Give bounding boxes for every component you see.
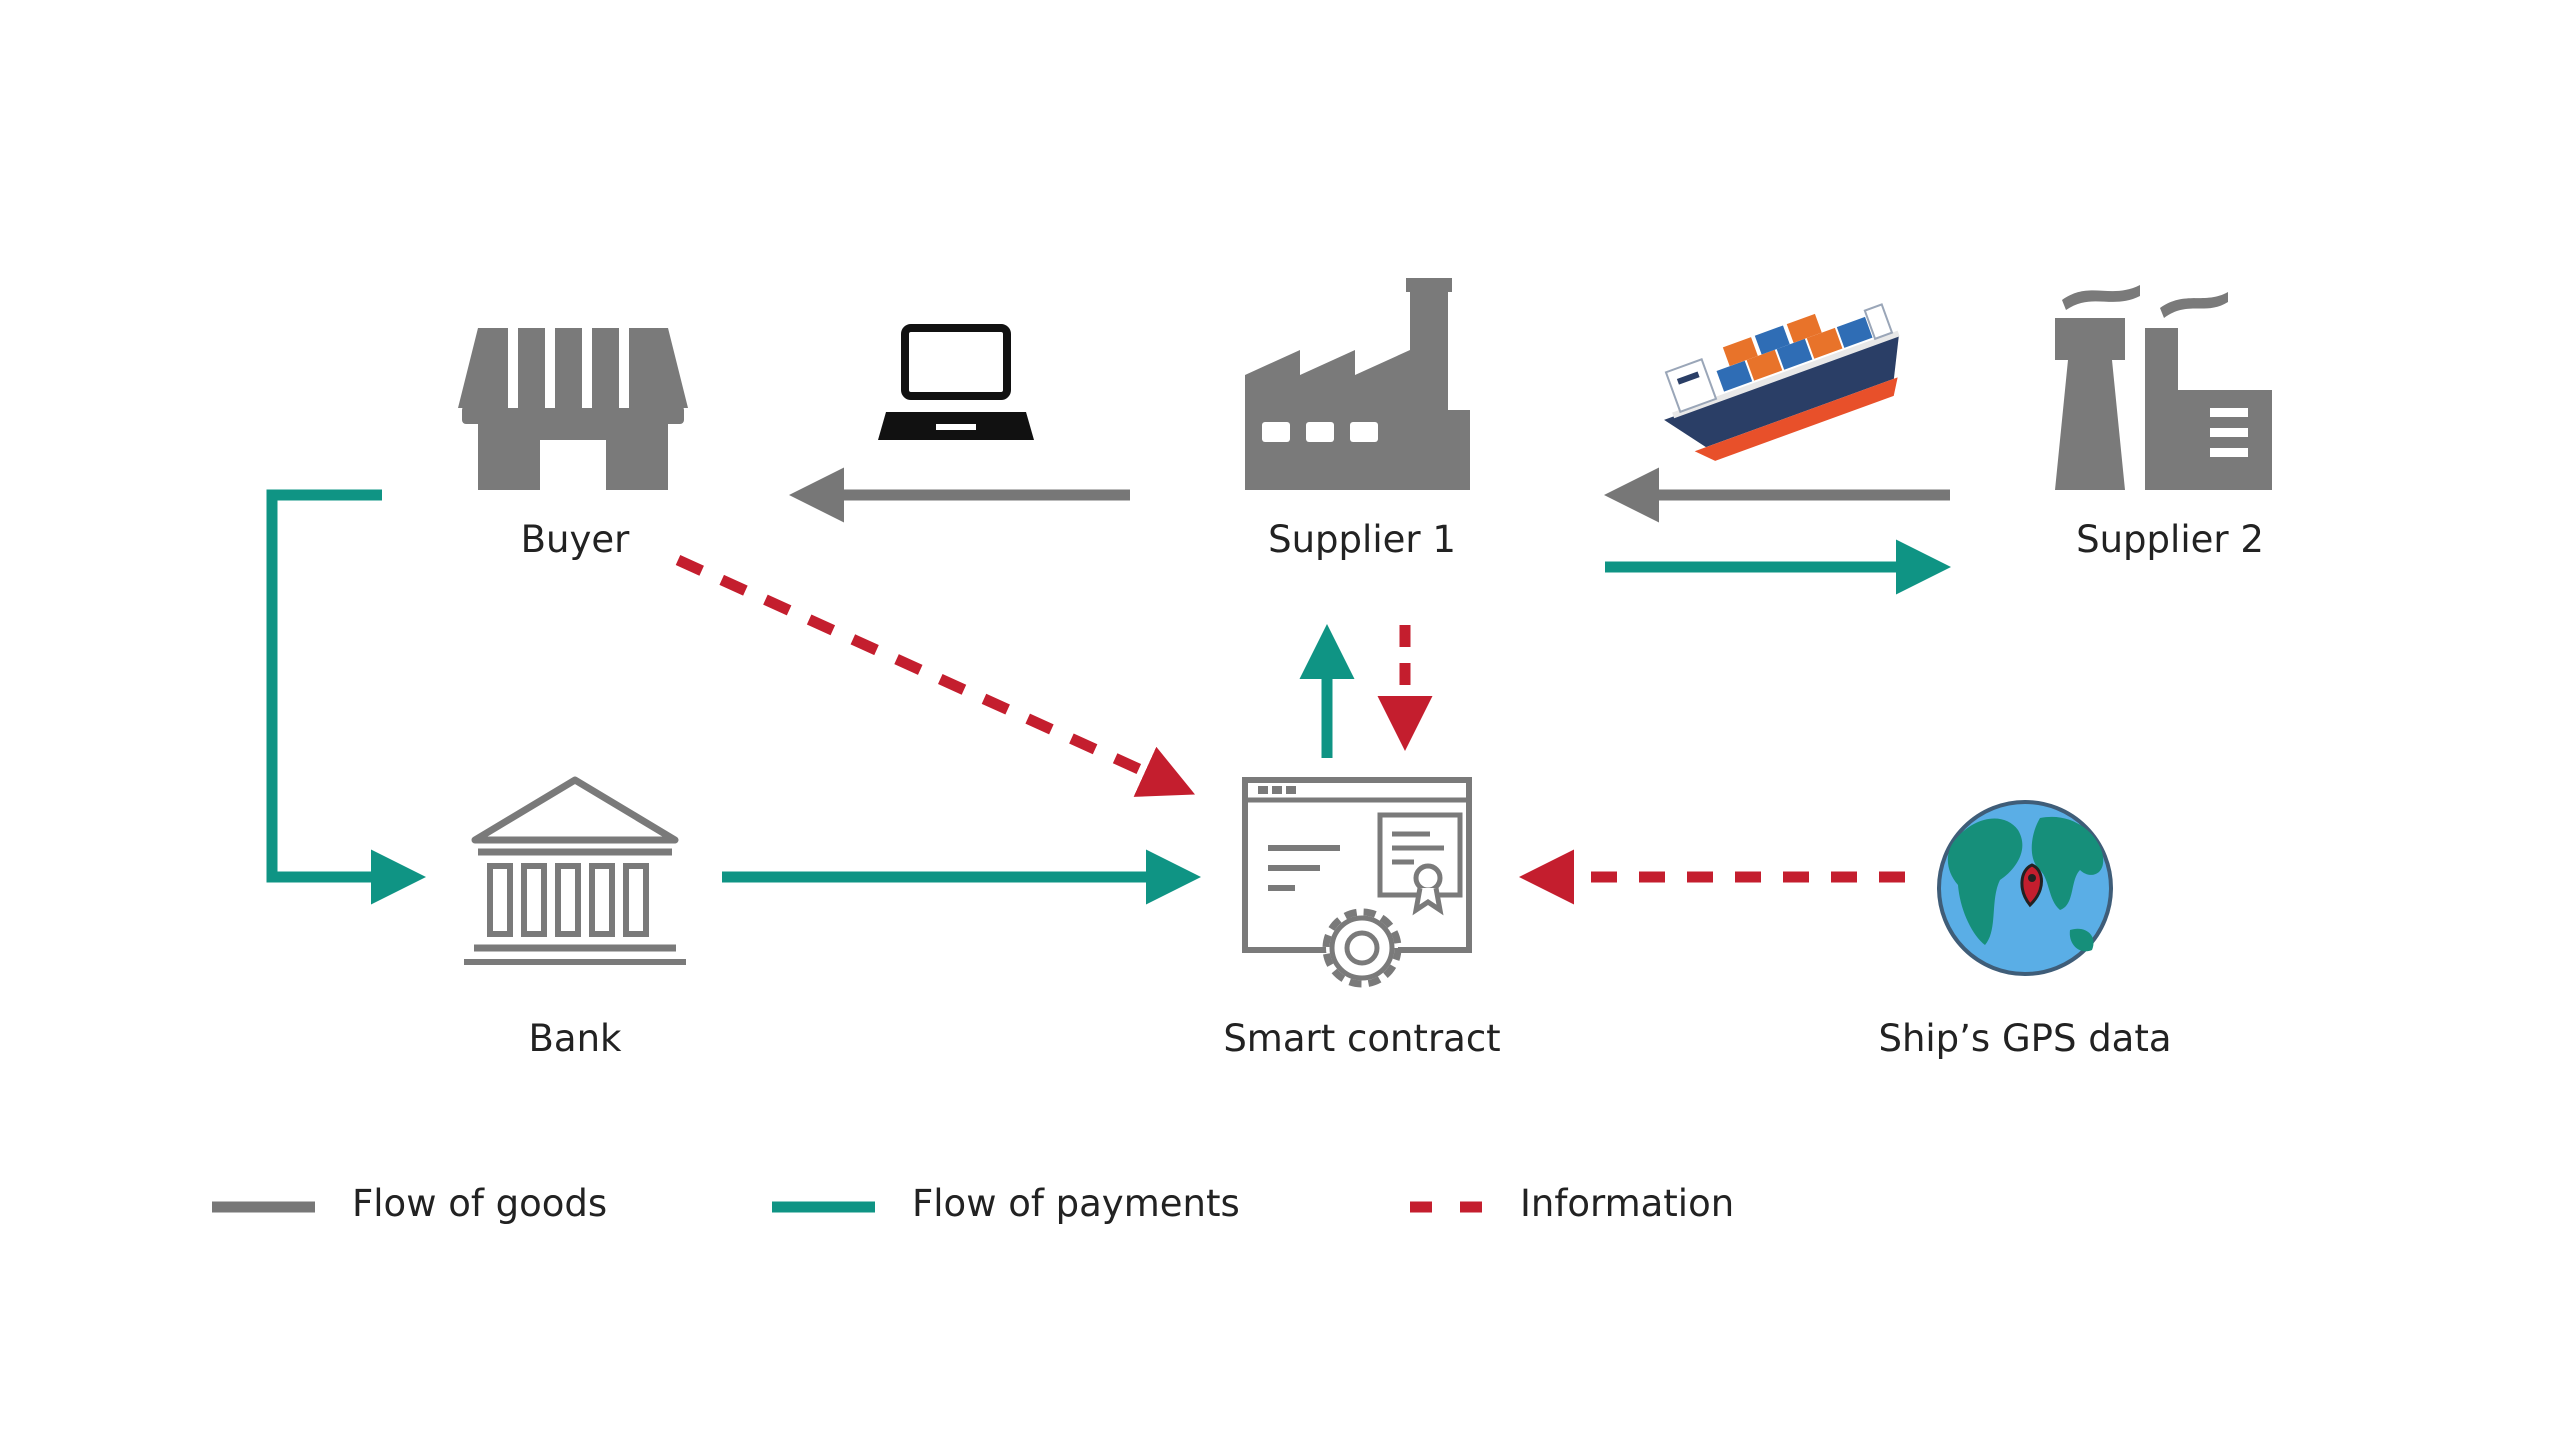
bank-label: Bank (528, 1017, 622, 1060)
info-arrow-buyer-to-smart-contract (675, 554, 1196, 797)
legend-information-label: Information (1520, 1182, 1735, 1225)
supplier-1-label: Supplier 1 (1268, 518, 1456, 561)
bank-icon (464, 776, 686, 965)
power-plant-icon (2055, 285, 2272, 490)
payment-arrow-buyer-to-bank (266, 489, 426, 905)
smart-contract-icon (1242, 777, 1472, 988)
laptop-icon (878, 324, 1034, 440)
cargo-ship-icon (1664, 303, 1900, 461)
smart-contract-label: Smart contract (1223, 1017, 1501, 1060)
buyer-label: Buyer (520, 518, 630, 561)
legend-goods-label: Flow of goods (352, 1182, 608, 1225)
factory-icon (1245, 278, 1470, 490)
gps-data-label: Ship’s GPS data (1878, 1017, 2172, 1060)
certificate-icon (1377, 812, 1463, 916)
globe-gps-icon (1937, 800, 2113, 976)
shop-icon (458, 328, 688, 490)
supplier-2-label: Supplier 2 (2076, 518, 2264, 561)
legend-payments-label: Flow of payments (912, 1182, 1240, 1225)
gear-icon (1322, 908, 1402, 988)
